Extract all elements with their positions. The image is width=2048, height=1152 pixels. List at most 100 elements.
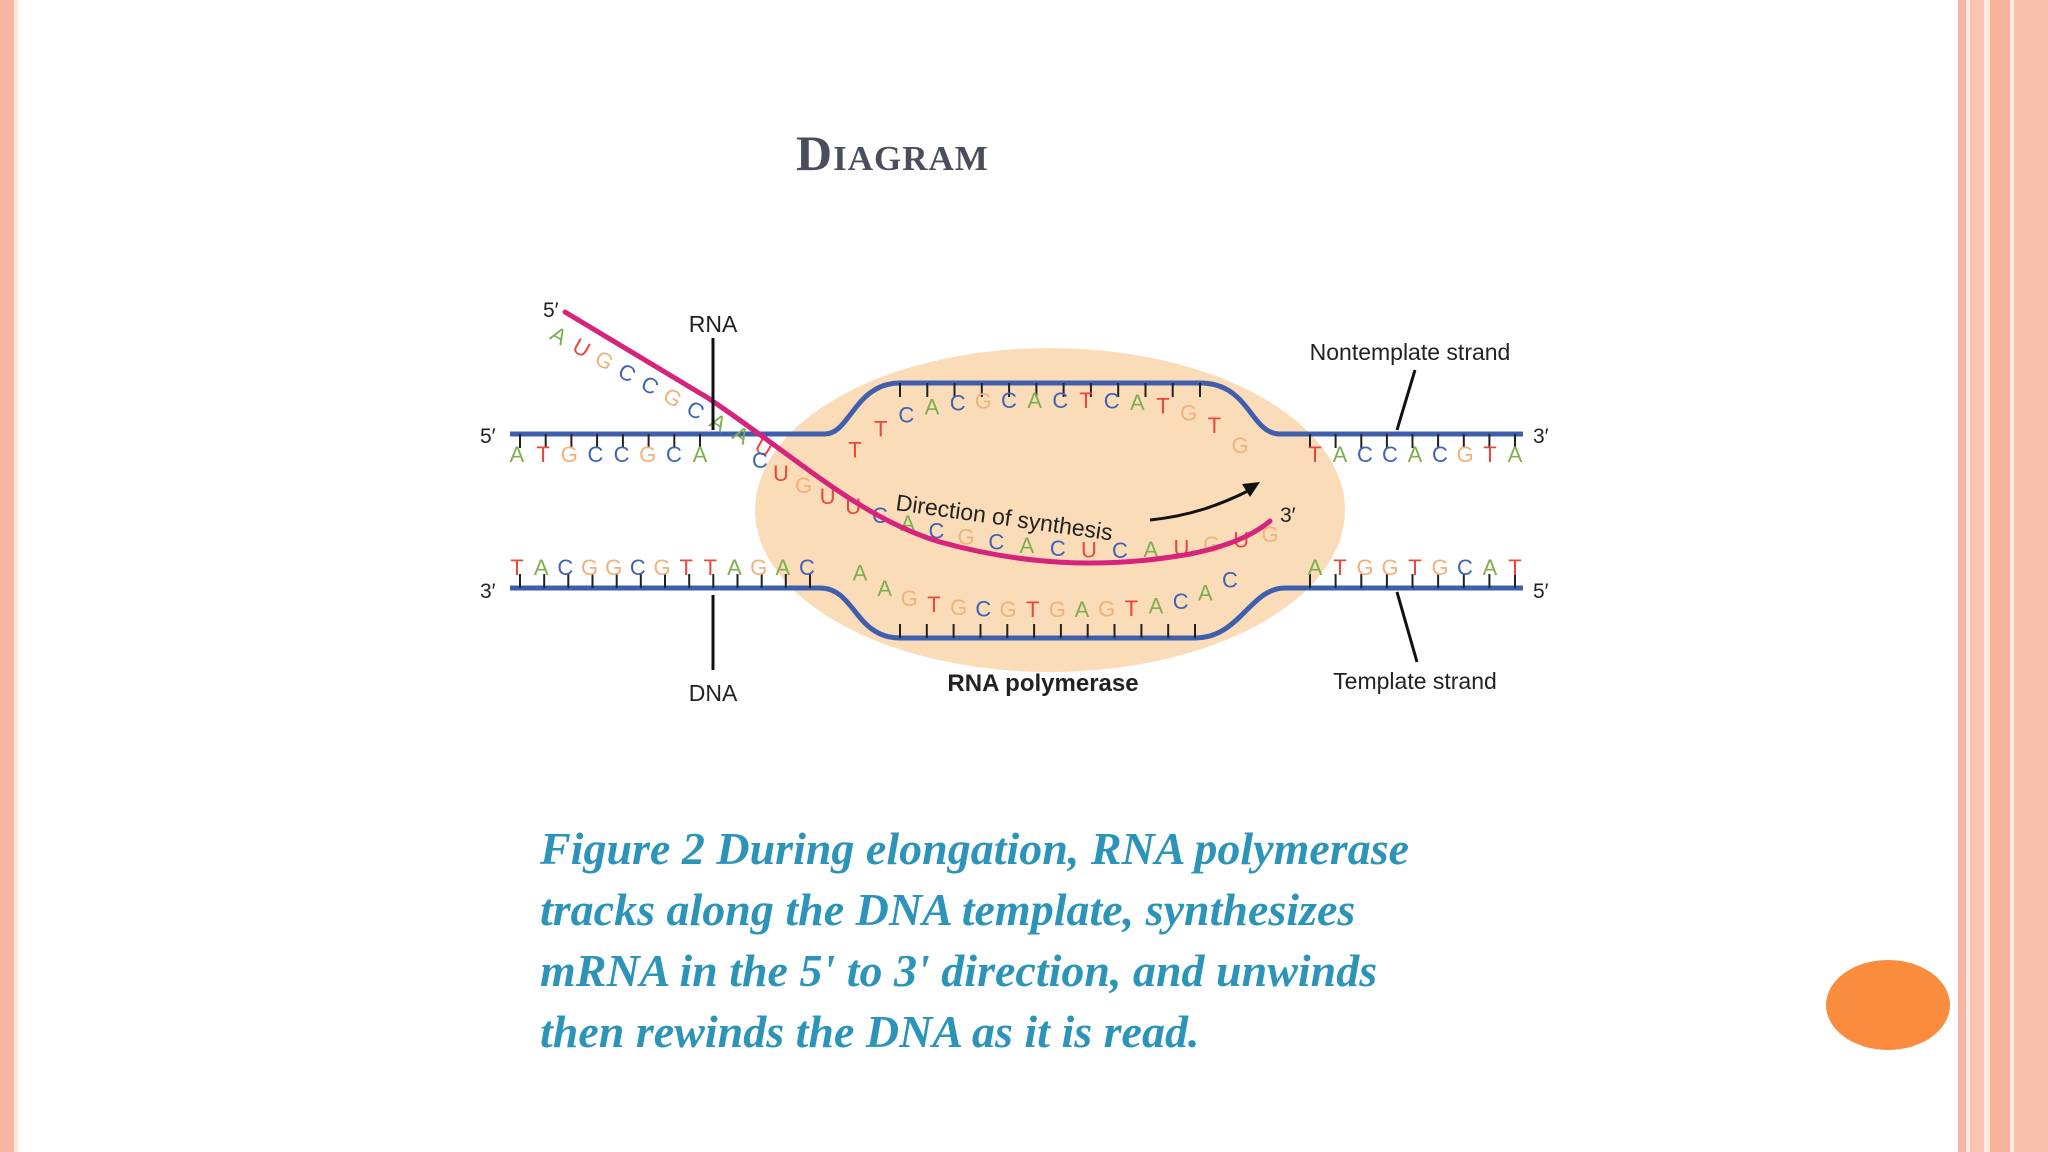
nontemplate-5prime-label: 5′ (480, 425, 496, 448)
nucleotide-base: G (561, 442, 578, 467)
rna-3prime-label: 3′ (1280, 504, 1296, 527)
nucleotide-base: G (1356, 555, 1373, 580)
nucleotide-base: C (752, 448, 768, 473)
template-strand-label: Template strand (1333, 668, 1497, 694)
nucleotide-base: U (568, 333, 594, 363)
nontemplate-3prime-label: 3′ (1533, 425, 1549, 448)
nucleotide-base: U (773, 461, 789, 486)
left-border-accent (14, 0, 18, 1152)
nucleotide-base: C (1222, 568, 1238, 593)
nucleotide-base: A (1198, 581, 1213, 606)
nucleotide-base: C (1457, 555, 1473, 580)
nucleotide-base: C (1050, 536, 1066, 561)
caption-line: Figure 2 During elongation, RNA polymera… (540, 823, 1410, 874)
direction-arrowhead (1242, 482, 1260, 497)
nontemplate-tick-marks (519, 383, 1516, 448)
right-border-stripe (1970, 0, 1984, 1152)
nucleotide-base: G (1431, 555, 1448, 580)
nucleotide-base: C (898, 403, 914, 428)
nucleotide-base: C (1173, 589, 1189, 614)
nucleotide-base: A (1020, 533, 1035, 558)
nontemplate-pointer-line (1395, 369, 1417, 431)
nucleotide-base: G (653, 555, 670, 580)
nucleotide-base: G (901, 586, 918, 611)
nucleotide-base: A (853, 560, 868, 585)
nucleotide-base: T (848, 438, 861, 463)
nucleotide-base: T (679, 555, 692, 580)
nucleotide-base: C (614, 442, 630, 467)
nucleotide-base: C (950, 391, 966, 416)
nucleotide-base: C (1052, 388, 1068, 413)
nucleotide-base: U (1081, 538, 1097, 563)
caption-line: mRNA in the 5' to 3' direction, and unwi… (540, 945, 1378, 996)
nucleotide-base: A (925, 395, 940, 420)
nucleotide-base: T (1408, 555, 1421, 580)
nontemplate-strand-backbone (510, 380, 1523, 437)
nucleotide-base: A (775, 555, 790, 580)
right-border-stripe (1958, 0, 1966, 1152)
nucleotide-base: C (1112, 538, 1128, 563)
nucleotide-base: G (975, 389, 992, 414)
nucleotide-base: A (1408, 442, 1423, 467)
left-border-decoration (0, 0, 14, 1152)
nucleotide-base: G (605, 555, 622, 580)
rna-strand (562, 309, 1273, 566)
figure-caption: Figure 2 During elongation, RNA polymera… (540, 818, 1580, 1062)
right-border-stripe (2010, 0, 2014, 1152)
nucleotide-base: G (795, 473, 812, 498)
slide-title: Diagram (796, 125, 989, 181)
nucleotide-base: G (999, 597, 1016, 622)
nucleotide-base: T (1156, 394, 1169, 419)
nucleotide-base: A (1075, 597, 1090, 622)
nucleotide-base: U (820, 484, 836, 509)
nucleotide-base: G (639, 442, 656, 467)
nucleotide-base: T (1308, 442, 1321, 467)
nucleotide-base: G (1261, 522, 1278, 547)
nucleotide-base: T (1026, 597, 1039, 622)
nucleotide-base: A (546, 321, 571, 350)
nucleotide-base: A (1144, 537, 1159, 562)
nucleotide-base: A (877, 576, 892, 601)
nucleotide-base: A (510, 442, 525, 467)
slide-decoration-circle (1826, 960, 1950, 1050)
nucleotide-base: T (1079, 388, 1092, 413)
caption-line: then rewinds the DNA as it is read. (540, 1006, 1200, 1057)
nucleotide-base: C (682, 395, 708, 425)
nucleotide-base: A (1483, 555, 1498, 580)
dna-label: DNA (689, 680, 738, 706)
nucleotide-base: T (1483, 442, 1496, 467)
nucleotide-base: T (536, 442, 549, 467)
nucleotide-base: G (1098, 597, 1115, 622)
template-pointer-line (1395, 591, 1419, 663)
nucleotide-base: C (637, 371, 663, 401)
nucleotide-base: T (1125, 596, 1138, 621)
template-tick-marks (519, 574, 1516, 638)
nucleotide-base: C (1357, 442, 1373, 467)
rna-polymerase-blob (755, 348, 1345, 672)
nucleotide-base: G (581, 555, 598, 580)
nucleotide-base: A (1149, 593, 1164, 618)
nucleotide-base: C (988, 529, 1004, 554)
nucleotide-base: A (534, 555, 549, 580)
nucleotide-base: T (704, 555, 717, 580)
nucleotide-base: G (1180, 401, 1197, 426)
nucleotide-base: C (1104, 389, 1120, 414)
nucleotide-base: C (1432, 442, 1448, 467)
nucleotide-base: A (1508, 442, 1523, 467)
right-border-stripe (1966, 0, 1970, 1152)
nucleotide-base: G (1231, 433, 1248, 458)
nucleotide-base: G (958, 524, 975, 549)
nucleotide-base: A (1027, 388, 1042, 413)
nontemplate-strand-label: Nontemplate strand (1310, 339, 1511, 365)
nucleotide-base: C (557, 555, 573, 580)
nucleotide-base: G (1456, 442, 1473, 467)
caption-line: tracks along the DNA template, synthesiz… (540, 884, 1356, 935)
nucleotide-base: A (693, 442, 708, 467)
nucleotide-base: A (1130, 390, 1145, 415)
nucleotide-base: T (874, 416, 887, 441)
rna-5prime-label: 5′ (543, 299, 559, 322)
nucleotide-base: C (587, 442, 603, 467)
rna-polymerase-label: RNA polymerase (947, 670, 1138, 697)
